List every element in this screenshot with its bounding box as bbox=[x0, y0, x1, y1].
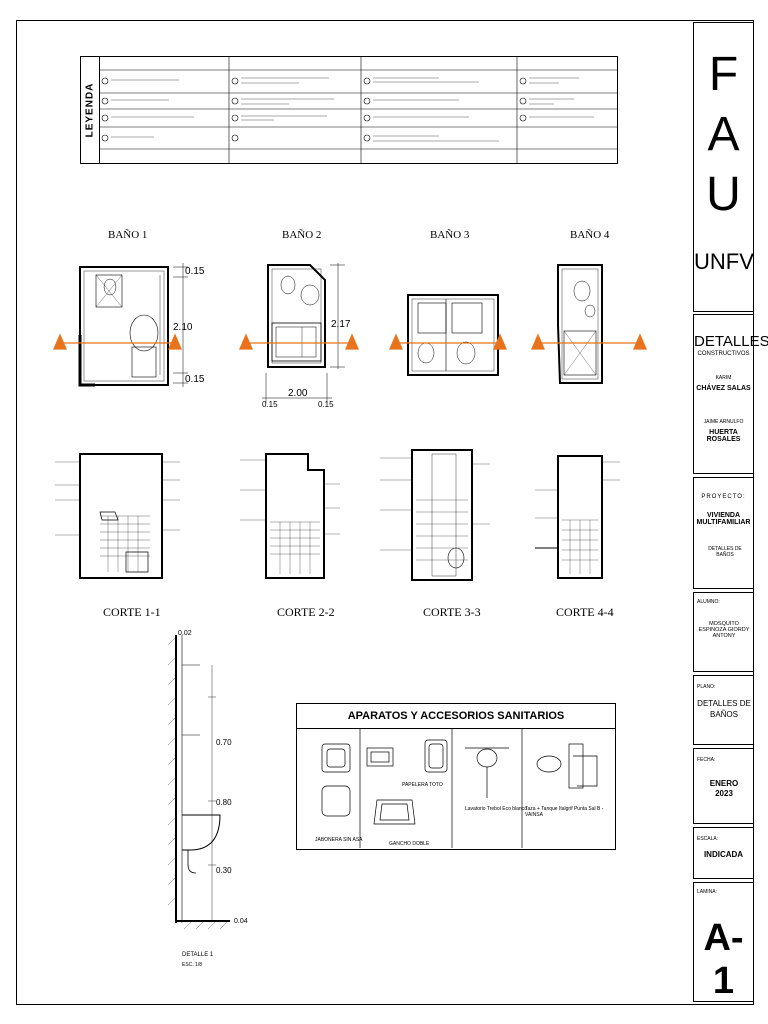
plan-title-bano-1: BAÑO 1 bbox=[108, 229, 148, 241]
student-name: MOSQUITO ESPINOZA GIORDY ANTONY bbox=[698, 621, 750, 639]
title-block-sheet: LAMINA: A-1 bbox=[693, 882, 754, 1002]
sheet-value: A-1 bbox=[703, 917, 744, 1002]
detail-scale: ESC. 1/8 bbox=[182, 962, 203, 968]
plan-bano-2 bbox=[267, 264, 326, 368]
legend-title: LEYENDA bbox=[81, 57, 100, 163]
legend-table: LEYENDA bbox=[80, 56, 618, 164]
fixtures-table: APARATOS Y ACCESORIOS SANITARIOS PAPELER… bbox=[296, 703, 616, 850]
section-4-4 bbox=[535, 455, 620, 579]
plan-bano-3 bbox=[407, 294, 499, 376]
author-2-last: HUERTA ROSALES bbox=[706, 429, 741, 443]
date-label: FECHA: bbox=[697, 757, 716, 763]
detail-dim-d3: 0.30 bbox=[216, 866, 232, 875]
fixtures-drawings bbox=[321, 728, 598, 848]
detail-dim-d2: 0.80 bbox=[216, 798, 232, 807]
fixture-label-jabonera: JABONERA SIN ASA bbox=[315, 837, 363, 843]
floor-plans: 0.15 2.10 0.15 2.17 2.00 0.15 0.15 bbox=[53, 263, 647, 409]
detail-1-drawing: 0.02 0.70 0.80 0.30 0.04 bbox=[167, 630, 248, 930]
dim-b2-left: 0.15 bbox=[262, 400, 278, 409]
plan-bano-4 bbox=[557, 264, 603, 384]
section-label-2-2: CORTE 2-2 bbox=[277, 605, 335, 619]
detail-dim-top: 0.02 bbox=[178, 630, 192, 637]
logo-letter-f: F bbox=[708, 48, 739, 101]
fixture-label-gancho: GANCHO DOBLE bbox=[389, 841, 430, 847]
fixtures-title: APARATOS Y ACCESORIOS SANITARIOS bbox=[297, 704, 615, 729]
project-detail: DETALLES DE BAÑOS bbox=[708, 546, 742, 558]
section-title: DETALLES bbox=[694, 333, 768, 350]
section-label-4-4: CORTE 4-4 bbox=[556, 605, 614, 619]
section-1-1 bbox=[55, 453, 180, 579]
detail-dim-bottom: 0.04 bbox=[234, 918, 248, 925]
title-block-date: FECHA: ENERO 2023 bbox=[693, 748, 754, 824]
plan-title-bano-3: BAÑO 3 bbox=[430, 229, 470, 241]
title-block-student: ALUMNO: MOSQUITO ESPINOZA GIORDY ANTONY bbox=[693, 592, 754, 672]
sections-drawing bbox=[55, 449, 620, 581]
dim-b2-height: 2.17 bbox=[331, 319, 351, 330]
title-block-project: PROYECTO: VIVIENDA MULTIFAMILIAR DETALLE… bbox=[693, 477, 754, 589]
plan-title-bano-2: BAÑO 2 bbox=[282, 229, 322, 241]
plan-name: DETALLES DE BAÑOS bbox=[697, 699, 751, 719]
section-label-1-1: CORTE 1-1 bbox=[103, 605, 161, 619]
sheet-label: LAMINA: bbox=[697, 889, 718, 895]
date-value: ENERO 2023 bbox=[709, 779, 739, 798]
dim-b1-top: 0.15 bbox=[185, 266, 205, 277]
dim-b2-width: 2.00 bbox=[288, 388, 308, 399]
fixture-label-papelera: PAPELERA TOTO bbox=[402, 782, 443, 788]
project-label: PROYECTO: bbox=[701, 494, 746, 500]
dim-b2-right: 0.15 bbox=[318, 400, 334, 409]
author-2-first: JAIME ARNULFO bbox=[703, 419, 744, 425]
author-1-first: KARIM bbox=[715, 375, 732, 381]
detail-title: DETALLE 1 bbox=[182, 952, 214, 958]
title-block-authors: DETALLES CONSTRUCTIVOS KARIM CHÁVEZ SALA… bbox=[693, 314, 768, 474]
legend-title-text: LEYENDA bbox=[84, 82, 96, 138]
scale-value: INDICADA bbox=[703, 850, 744, 859]
title-block-plan: PLANO: DETALLES DE BAÑOS bbox=[693, 675, 754, 745]
detail-dim-d1: 0.70 bbox=[216, 738, 232, 747]
plan-label: PLANO: bbox=[697, 684, 716, 690]
author-1-last: CHÁVEZ SALAS bbox=[696, 385, 751, 392]
project-name: VIVIENDA MULTIFAMILIAR bbox=[696, 512, 751, 526]
title-block-scale: ESCALA: INDICADA bbox=[693, 827, 754, 879]
student-label: ALUMNO: bbox=[697, 599, 720, 605]
institution-name: UNFV bbox=[694, 249, 754, 274]
title-block-logo: F A U UNFV bbox=[693, 22, 754, 312]
dim-b1-mid: 2.10 bbox=[173, 322, 193, 333]
dim-b1-bot: 0.15 bbox=[185, 374, 205, 385]
scale-label: ESCALA: bbox=[697, 836, 719, 842]
plan-title-bano-4: BAÑO 4 bbox=[570, 229, 610, 241]
fixture-label-lavatorio: Lavatorio Trebol Eco blanco bbox=[465, 806, 527, 812]
logo-letter-a: A bbox=[707, 108, 740, 161]
legend-grid bbox=[99, 57, 617, 163]
fixture-label-taza: Taza + Tanque Italgrif Punta Sal B - VAI… bbox=[525, 806, 604, 818]
plan-bano-1 bbox=[78, 266, 169, 387]
section-subtitle: CONSTRUCTIVOS bbox=[697, 351, 750, 357]
section-3-3 bbox=[380, 449, 490, 581]
section-label-3-3: CORTE 3-3 bbox=[423, 605, 481, 619]
logo-letter-u: U bbox=[706, 168, 741, 221]
section-2-2 bbox=[240, 453, 340, 579]
